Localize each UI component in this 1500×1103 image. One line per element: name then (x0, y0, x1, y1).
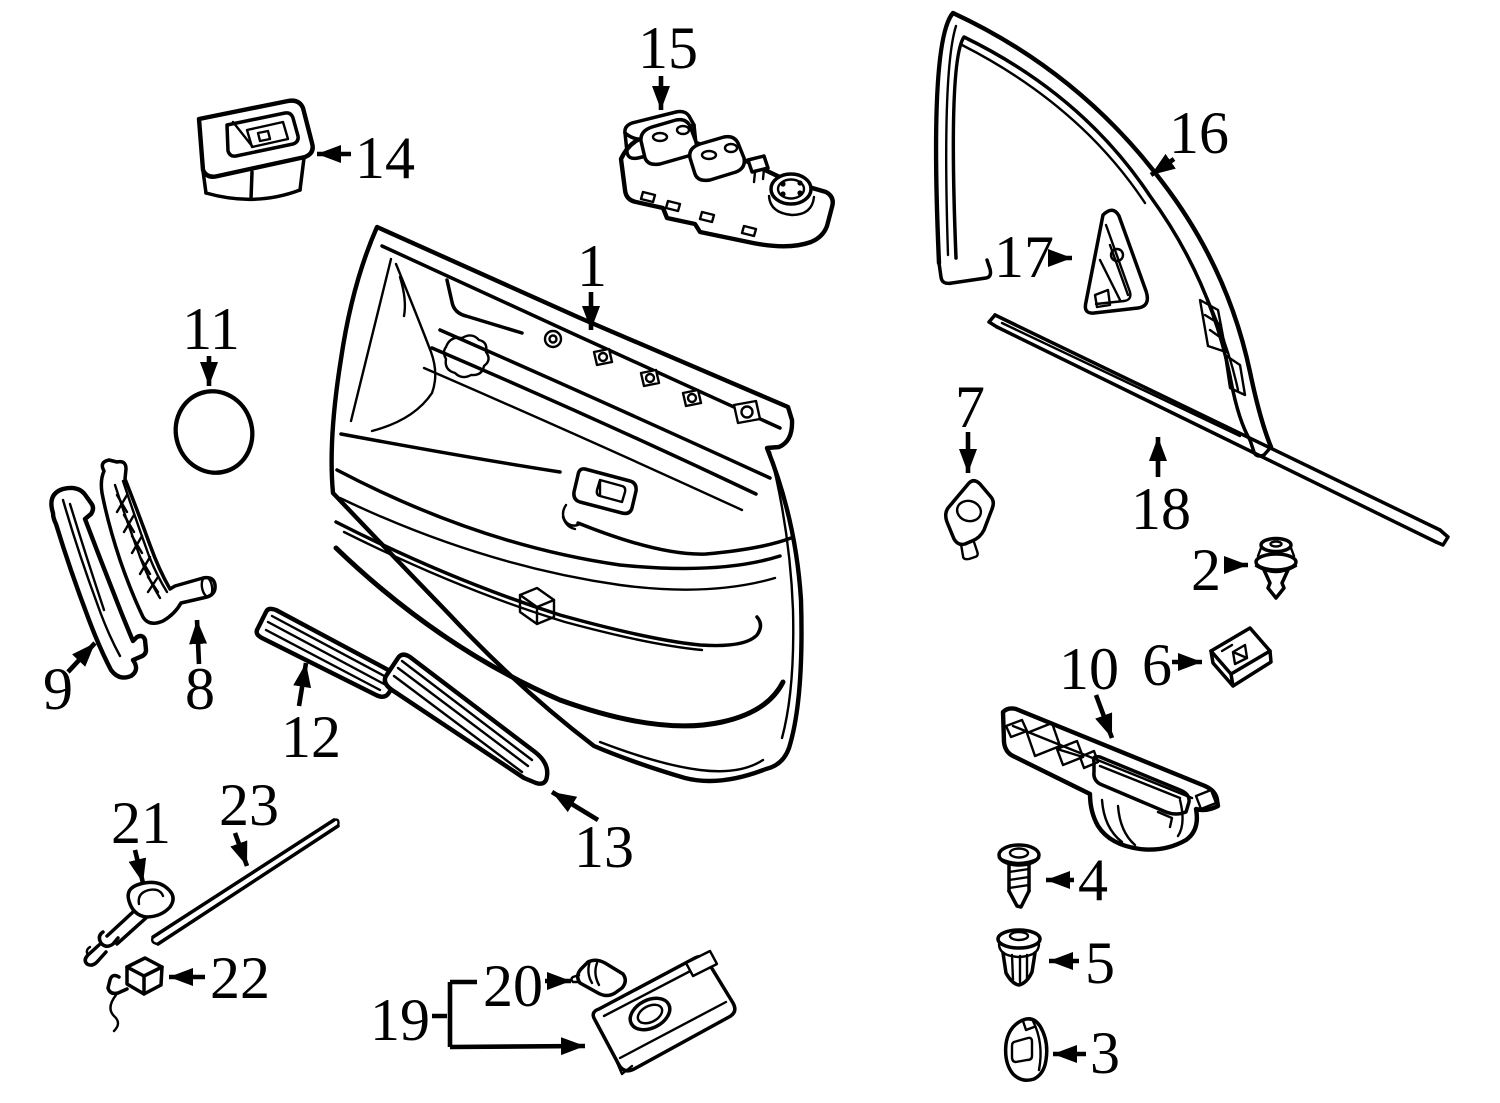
callout-3-label[interactable]: 3 (1090, 1020, 1120, 1086)
part-18-belt-weatherstrip (987, 313, 1450, 547)
callout-16-label[interactable]: 16 (1169, 100, 1229, 166)
callout-10-arrow (1093, 694, 1115, 739)
callout-12-arrow (293, 662, 312, 707)
callout-4-label[interactable]: 4 (1078, 847, 1108, 913)
callout-arrows (66, 76, 1248, 1063)
callout-6-label[interactable]: 6 (1142, 632, 1172, 698)
part-1-door-trim-panel (329, 224, 804, 784)
callout-20-label[interactable]: 20 (483, 953, 543, 1019)
callout-7-label[interactable]: 7 (955, 374, 985, 440)
callout-17-label[interactable]: 17 (994, 224, 1054, 290)
callout-22-label[interactable]: 22 (210, 945, 270, 1011)
callout-1-label[interactable]: 1 (577, 233, 607, 299)
callout-15-label[interactable]: 15 (638, 15, 698, 81)
part-23-rod (150, 818, 340, 946)
part-15-window-switch-cluster (618, 109, 835, 249)
callout-19-label[interactable]: 19 (370, 987, 430, 1053)
part-14-single-window-switch (196, 98, 315, 201)
callout-13-arrow (550, 790, 600, 822)
part-7-clip (943, 479, 996, 561)
part-4-screw (997, 843, 1041, 909)
part-3-wedge-clip (1003, 1017, 1049, 1082)
part-5-expansion-grommet (996, 928, 1042, 987)
part-12-trim-strip (254, 606, 400, 699)
callout-13-label[interactable]: 13 (574, 814, 634, 880)
callout-21-arrow (128, 849, 147, 884)
callout-14-label[interactable]: 14 (355, 125, 415, 191)
part-6-clip-plate (1209, 626, 1273, 688)
part-9-pull-handle-trim-highlighted (49, 485, 149, 680)
part-16-window-frame-trim (933, 10, 1274, 458)
part-2-expanding-rivet (1254, 536, 1298, 600)
callout-2-label[interactable]: 2 (1191, 537, 1221, 603)
part-21-lock-knob (83, 880, 175, 967)
callout-19-bracket (432, 979, 477, 1047)
callout-8-arrow (189, 619, 208, 665)
part-19-courtesy-lamp (591, 949, 737, 1076)
callout-21-label[interactable]: 21 (111, 790, 171, 856)
part-20-bulb (570, 958, 627, 998)
callout-labels: 1 2 3 4 5 6 7 8 9 10 11 12 13 14 15 16 1… (43, 15, 1229, 1086)
callout-10-label[interactable]: 10 (1059, 636, 1119, 702)
callout-9-label[interactable]: 9 (43, 656, 73, 722)
callout-12-label[interactable]: 12 (281, 704, 341, 770)
part-9-highlight-shape (49, 485, 149, 680)
callout-16-arrow (1149, 153, 1176, 177)
callout-5-label[interactable]: 5 (1085, 930, 1115, 996)
callout-18-label[interactable]: 18 (1131, 476, 1191, 542)
callout-23-arrow (230, 832, 250, 867)
part-10-armrest-bracket (1000, 706, 1221, 852)
callout-19-arrow (449, 1037, 586, 1056)
part-22-connector (106, 956, 164, 1033)
part-11-speaker (173, 389, 255, 475)
part-13-trim-strip-tapered (382, 652, 550, 786)
callout-11-label[interactable]: 11 (182, 296, 240, 362)
part-8-pull-handle-carrier (99, 458, 217, 625)
callout-23-label[interactable]: 23 (219, 772, 279, 838)
callout-8-label[interactable]: 8 (185, 656, 215, 722)
part-17-mirror-corner-cover (1083, 208, 1150, 315)
callout-9-arrow (66, 641, 97, 674)
